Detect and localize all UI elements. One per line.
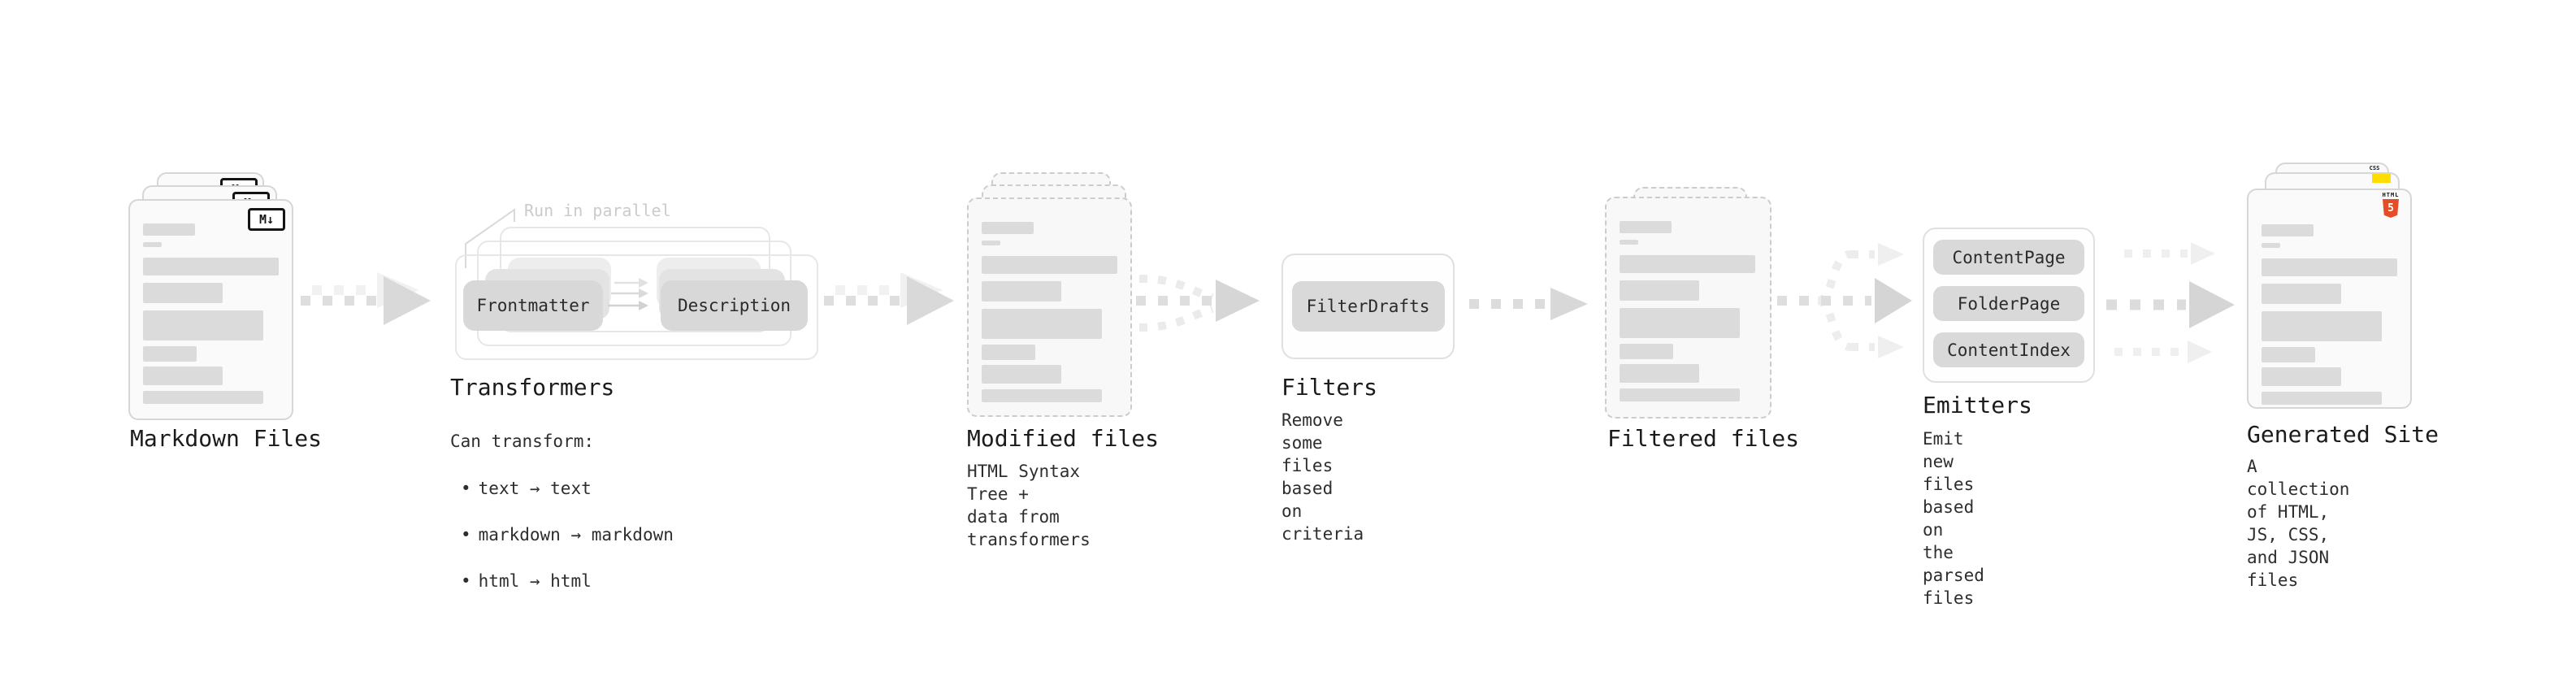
document-placeholder-lines bbox=[2262, 202, 2397, 405]
document-placeholder-lines bbox=[143, 201, 279, 404]
transformers-description: Can transform: • text → text • markdown … bbox=[450, 407, 674, 614]
doc-line bbox=[982, 309, 1102, 339]
doc-line bbox=[982, 345, 1035, 360]
doc-line bbox=[1620, 280, 1699, 301]
bullet-marker: • bbox=[461, 525, 471, 544]
filters-description: Remove some files based on criteria bbox=[1281, 410, 1364, 544]
markdown-file-card-front: M↓ bbox=[128, 199, 293, 420]
doc-line bbox=[982, 389, 1102, 402]
doc-line bbox=[2262, 284, 2341, 304]
doc-line bbox=[1620, 344, 1673, 359]
document-placeholder-lines bbox=[1620, 198, 1757, 401]
bullet-marker: • bbox=[461, 479, 471, 498]
doc-line bbox=[2262, 311, 2382, 341]
doc-line bbox=[982, 256, 1117, 274]
modified-files-description: HTML Syntax Tree + data from transformer… bbox=[967, 462, 1091, 549]
flow-arrow-modified-to-filters bbox=[1136, 275, 1260, 332]
html5-icon: HTML 5 bbox=[2382, 192, 2400, 218]
doc-line bbox=[1620, 221, 1672, 233]
flow-arrow-transformers-to-modified bbox=[824, 272, 954, 325]
run-in-parallel-annotation: Run in parallel bbox=[524, 201, 671, 220]
doc-line bbox=[1620, 388, 1740, 401]
filters-box: FilterDrafts bbox=[1281, 254, 1455, 359]
doc-line bbox=[143, 242, 162, 247]
doc-line bbox=[982, 241, 1000, 245]
emitter-pill-contentindex: ContentIndex bbox=[1933, 332, 2084, 367]
transform-bullet: • text → text bbox=[461, 479, 592, 498]
doc-line bbox=[143, 310, 263, 340]
doc-line bbox=[2262, 347, 2315, 362]
flow-arrow-emitters-to-generated bbox=[2106, 242, 2235, 363]
stage-label-markdown-files: Markdown Files bbox=[130, 425, 323, 452]
transformer-pill-frontmatter: Frontmatter bbox=[463, 280, 603, 331]
transformer-pill-description: Description bbox=[661, 280, 808, 331]
doc-line bbox=[143, 283, 223, 303]
doc-line bbox=[143, 258, 279, 275]
doc-line bbox=[2262, 224, 2314, 236]
html5-shield: 5 bbox=[2383, 199, 2399, 218]
stage-label-modified-files: Modified files bbox=[967, 425, 1160, 452]
doc-line bbox=[1620, 364, 1699, 383]
doc-line bbox=[2262, 367, 2341, 386]
doc-line bbox=[1620, 308, 1740, 338]
doc-line bbox=[982, 222, 1034, 234]
document-placeholder-lines bbox=[982, 199, 1117, 402]
transformer-layer-box-front bbox=[455, 254, 818, 360]
transform-bullet: • html → html bbox=[461, 571, 592, 591]
doc-line bbox=[143, 391, 263, 404]
emitter-pill-contentpage: ContentPage bbox=[1933, 240, 2084, 275]
doc-line bbox=[143, 367, 223, 385]
emitters-box: ContentPage FolderPage ContentIndex bbox=[1923, 228, 2095, 383]
generated-site-description: A collection of HTML, JS, CSS, and JSON … bbox=[2247, 457, 2350, 590]
modified-file-card-front bbox=[967, 197, 1132, 417]
stage-label-transformers: Transformers bbox=[450, 374, 615, 401]
bullet-marker: • bbox=[461, 571, 471, 591]
stage-label-filtered-files: Filtered files bbox=[1607, 425, 1800, 452]
doc-line bbox=[1620, 255, 1755, 273]
doc-line bbox=[2262, 258, 2397, 276]
markdown-icon: M↓ bbox=[248, 208, 285, 231]
stage-label-emitters: Emitters bbox=[1923, 392, 2032, 419]
transform-bullet: • markdown → markdown bbox=[461, 525, 674, 544]
doc-line bbox=[2262, 243, 2280, 248]
flow-arrow-filtered-to-emitters bbox=[1777, 243, 1912, 358]
flow-arrow-filters-to-filtered bbox=[1469, 288, 1588, 320]
emitter-pill-folderpage: FolderPage bbox=[1933, 286, 2084, 321]
doc-line bbox=[982, 281, 1061, 301]
doc-line bbox=[982, 365, 1061, 384]
filter-pill-filterdrafts: FilterDrafts bbox=[1291, 281, 1445, 332]
doc-line bbox=[2262, 392, 2382, 405]
can-transform-heading: Can transform: bbox=[450, 432, 595, 451]
stage-label-generated-site: Generated Site bbox=[2247, 421, 2439, 448]
doc-line bbox=[143, 346, 197, 362]
filtered-file-card-front bbox=[1605, 197, 1772, 419]
pill-connector-arrows bbox=[608, 278, 648, 310]
doc-line bbox=[143, 223, 195, 236]
js-file-icon bbox=[2372, 174, 2391, 183]
doc-line bbox=[1620, 240, 1638, 245]
generated-file-card-front: HTML 5 bbox=[2247, 189, 2412, 409]
stage-label-filters: Filters bbox=[1281, 374, 1378, 401]
flow-arrow-markdown-to-transformers bbox=[301, 272, 431, 325]
emitters-description: Emit new files based on the parsed files bbox=[1923, 429, 1984, 608]
